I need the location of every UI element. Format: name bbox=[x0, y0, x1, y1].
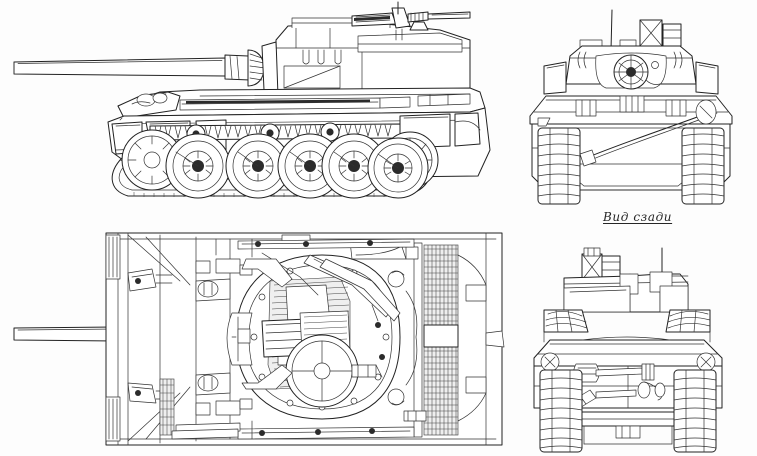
hull-stowage-rail bbox=[179, 93, 471, 111]
antenna-mast bbox=[611, 10, 612, 50]
track-left bbox=[537, 127, 581, 205]
engine-deck-grille bbox=[159, 242, 459, 438]
turret-roof-stowage bbox=[579, 19, 682, 49]
front-elevation-view bbox=[529, 0, 733, 205]
front-plates bbox=[105, 234, 173, 442]
longitudinal-rails bbox=[171, 238, 415, 440]
small-fittings bbox=[195, 238, 427, 440]
turret-side-bins bbox=[543, 61, 719, 95]
hull-front-glacis bbox=[117, 91, 181, 119]
exhaust-deflectors bbox=[543, 309, 711, 343]
hull-lower-plate bbox=[531, 123, 731, 191]
turret bbox=[275, 17, 471, 97]
side-elevation-view bbox=[13, 0, 491, 199]
deck-structure bbox=[127, 234, 253, 444]
top-plan-view bbox=[13, 232, 505, 446]
gun-mantlet bbox=[247, 41, 281, 93]
turret-interior bbox=[261, 276, 377, 408]
commander-machine-gun bbox=[351, 2, 471, 41]
track-right bbox=[673, 369, 717, 453]
turret-rear bbox=[563, 271, 689, 313]
main-gun-barrel bbox=[13, 54, 251, 81]
track-left bbox=[539, 369, 583, 453]
track-right bbox=[681, 127, 725, 205]
road-wheels bbox=[165, 133, 429, 199]
hull-upper-deck bbox=[533, 336, 723, 367]
rear-elevation-view bbox=[533, 240, 723, 453]
tow-cable bbox=[579, 99, 718, 167]
rear-view-caption: Вид сзади bbox=[603, 210, 673, 224]
turret bbox=[565, 45, 697, 90]
towing-eyes bbox=[540, 352, 716, 372]
turret-rear-stowage bbox=[581, 247, 621, 281]
turret-stowage-rails bbox=[231, 252, 401, 390]
rear-tools bbox=[573, 363, 666, 409]
fender-details bbox=[575, 95, 687, 117]
suspension-arms bbox=[175, 151, 399, 169]
